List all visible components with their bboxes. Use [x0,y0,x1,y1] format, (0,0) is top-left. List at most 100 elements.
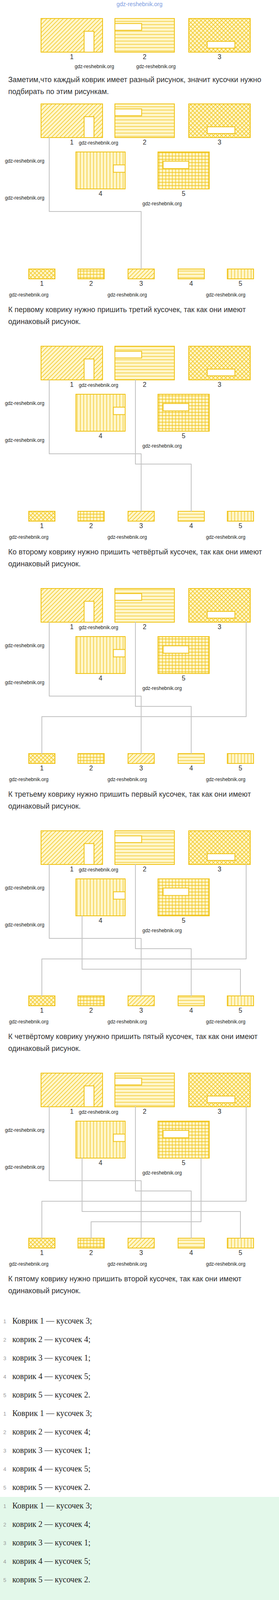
rug-body [157,151,210,189]
number-label: 2 [114,622,175,631]
watermark: gdz-reshebnik.org [205,533,247,540]
watermark: gdz-reshebnik.org [8,533,50,540]
answer-line: коврик 2 — кусочек 4; [12,1425,91,1436]
rug-figure [128,994,155,1005]
connector-line [91,1157,202,1238]
connector-line [135,863,192,995]
connector-line [49,863,142,995]
rug-body [128,994,155,1005]
list-number: 5 [3,1390,7,1398]
rug-hole [84,31,94,53]
answer-line: коврик 5 — кусочек 2. [12,1388,91,1399]
rug-body [128,268,155,279]
rug-body [77,752,105,763]
rug-hole [84,842,94,864]
watermark: gdz-reshebnik.org [205,1260,247,1267]
watermark: gdz-reshebnik.org [77,139,119,147]
rug-hole [84,600,94,622]
rug-figure [28,268,55,279]
number-label: 4 [75,1158,126,1166]
explanation-text: Ко второму коврику нужно пришить четвёрт… [8,545,271,570]
rug-figure [157,1120,210,1158]
connector-line [82,1157,241,1238]
patch-box: 4 [178,994,205,1005]
number-label: 3 [128,763,155,772]
watermark: gdz-reshebnik.org [4,642,46,649]
rug-box: 1 [41,1072,103,1106]
patch-box: 1 [28,1237,55,1247]
rug-body [41,345,103,380]
connector-line [49,379,142,511]
number-label: 3 [128,1006,155,1014]
rug-box: 5 [157,1120,210,1158]
rug-box: 1 [41,18,103,53]
patch-box: 2 [77,510,105,521]
rug-hole [113,164,126,173]
watermark: gdz-reshebnik.org [205,1017,247,1025]
rug-box: 5 [157,393,210,431]
rug-body [128,510,155,521]
rug-body [188,103,251,138]
rug-body [227,994,254,1005]
rug-box: 2 [114,587,175,622]
watermark: gdz-reshebnik.org [141,200,183,207]
rug-body [188,18,251,53]
watermark: gdz-reshebnik.org [4,400,46,407]
rug-figure [77,994,105,1005]
rug-box: 2 [114,103,175,138]
rug-box: 4 [75,1120,126,1158]
rug-hole [163,161,190,169]
patch-box: 3 [128,268,155,279]
rug-box: 1 [41,587,103,622]
rug-body [114,103,175,138]
patch-box: 3 [128,1237,155,1247]
watermark: gdz-reshebnik.org [4,436,46,444]
number-label: 2 [77,521,105,530]
answer-line: коврик 3 — кусочек 1; [12,1536,91,1546]
connector-line [49,621,142,753]
rug-figure [41,18,103,53]
watermark: gdz-reshebnik.org [135,63,177,70]
watermark: gdz-reshebnik.org [4,1126,46,1133]
rug-box: 5 [157,878,210,915]
answer-line: Коврик 1 — кусочек 3; [12,1407,92,1417]
watermark: gdz-reshebnik.org [141,442,183,449]
rug-body [75,635,126,673]
number-label: 4 [75,432,126,440]
rug-figure [77,1237,105,1247]
list-number: 3 [3,1538,7,1545]
patch-box: 1 [28,994,55,1005]
rug-figure [75,878,126,915]
number-label: 3 [128,279,155,288]
list-number: 2 [3,1520,7,1527]
rug-figure [178,268,205,279]
rug-body [114,587,175,622]
rug-body [114,1072,175,1106]
list-number: 4 [3,1372,7,1379]
explanation-text: К пятому коврику нужно пришить второй ку… [8,1271,271,1296]
rug-body [75,393,126,431]
number-label: 2 [77,1248,105,1256]
patch-box: 3 [128,510,155,521]
answer-line: коврик 5 — кусочек 2. [12,1573,91,1583]
rug-body [157,393,210,431]
number-label: 5 [157,674,210,682]
rug-hole [207,853,236,860]
rug-box: 4 [75,635,126,673]
answer-line: коврик 4 — кусочек 5; [12,1370,91,1380]
number-label: 4 [75,916,126,924]
number-label: 1 [28,521,55,530]
rug-figure [178,994,205,1005]
watermark: gdz-reshebnik.org [4,679,46,686]
rug-figure [41,587,103,622]
patch-box: 1 [28,510,55,521]
patch-box: 4 [178,1237,205,1247]
patch-box: 3 [128,994,155,1005]
list-number: 4 [3,1464,7,1471]
number-label: 3 [188,53,251,61]
number-label: 3 [188,864,251,873]
rug-box: 2 [114,1072,175,1106]
rug-figure [227,510,254,521]
number-label: 3 [188,622,251,631]
answer-line: коврик 2 — кусочек 4; [12,1333,91,1343]
